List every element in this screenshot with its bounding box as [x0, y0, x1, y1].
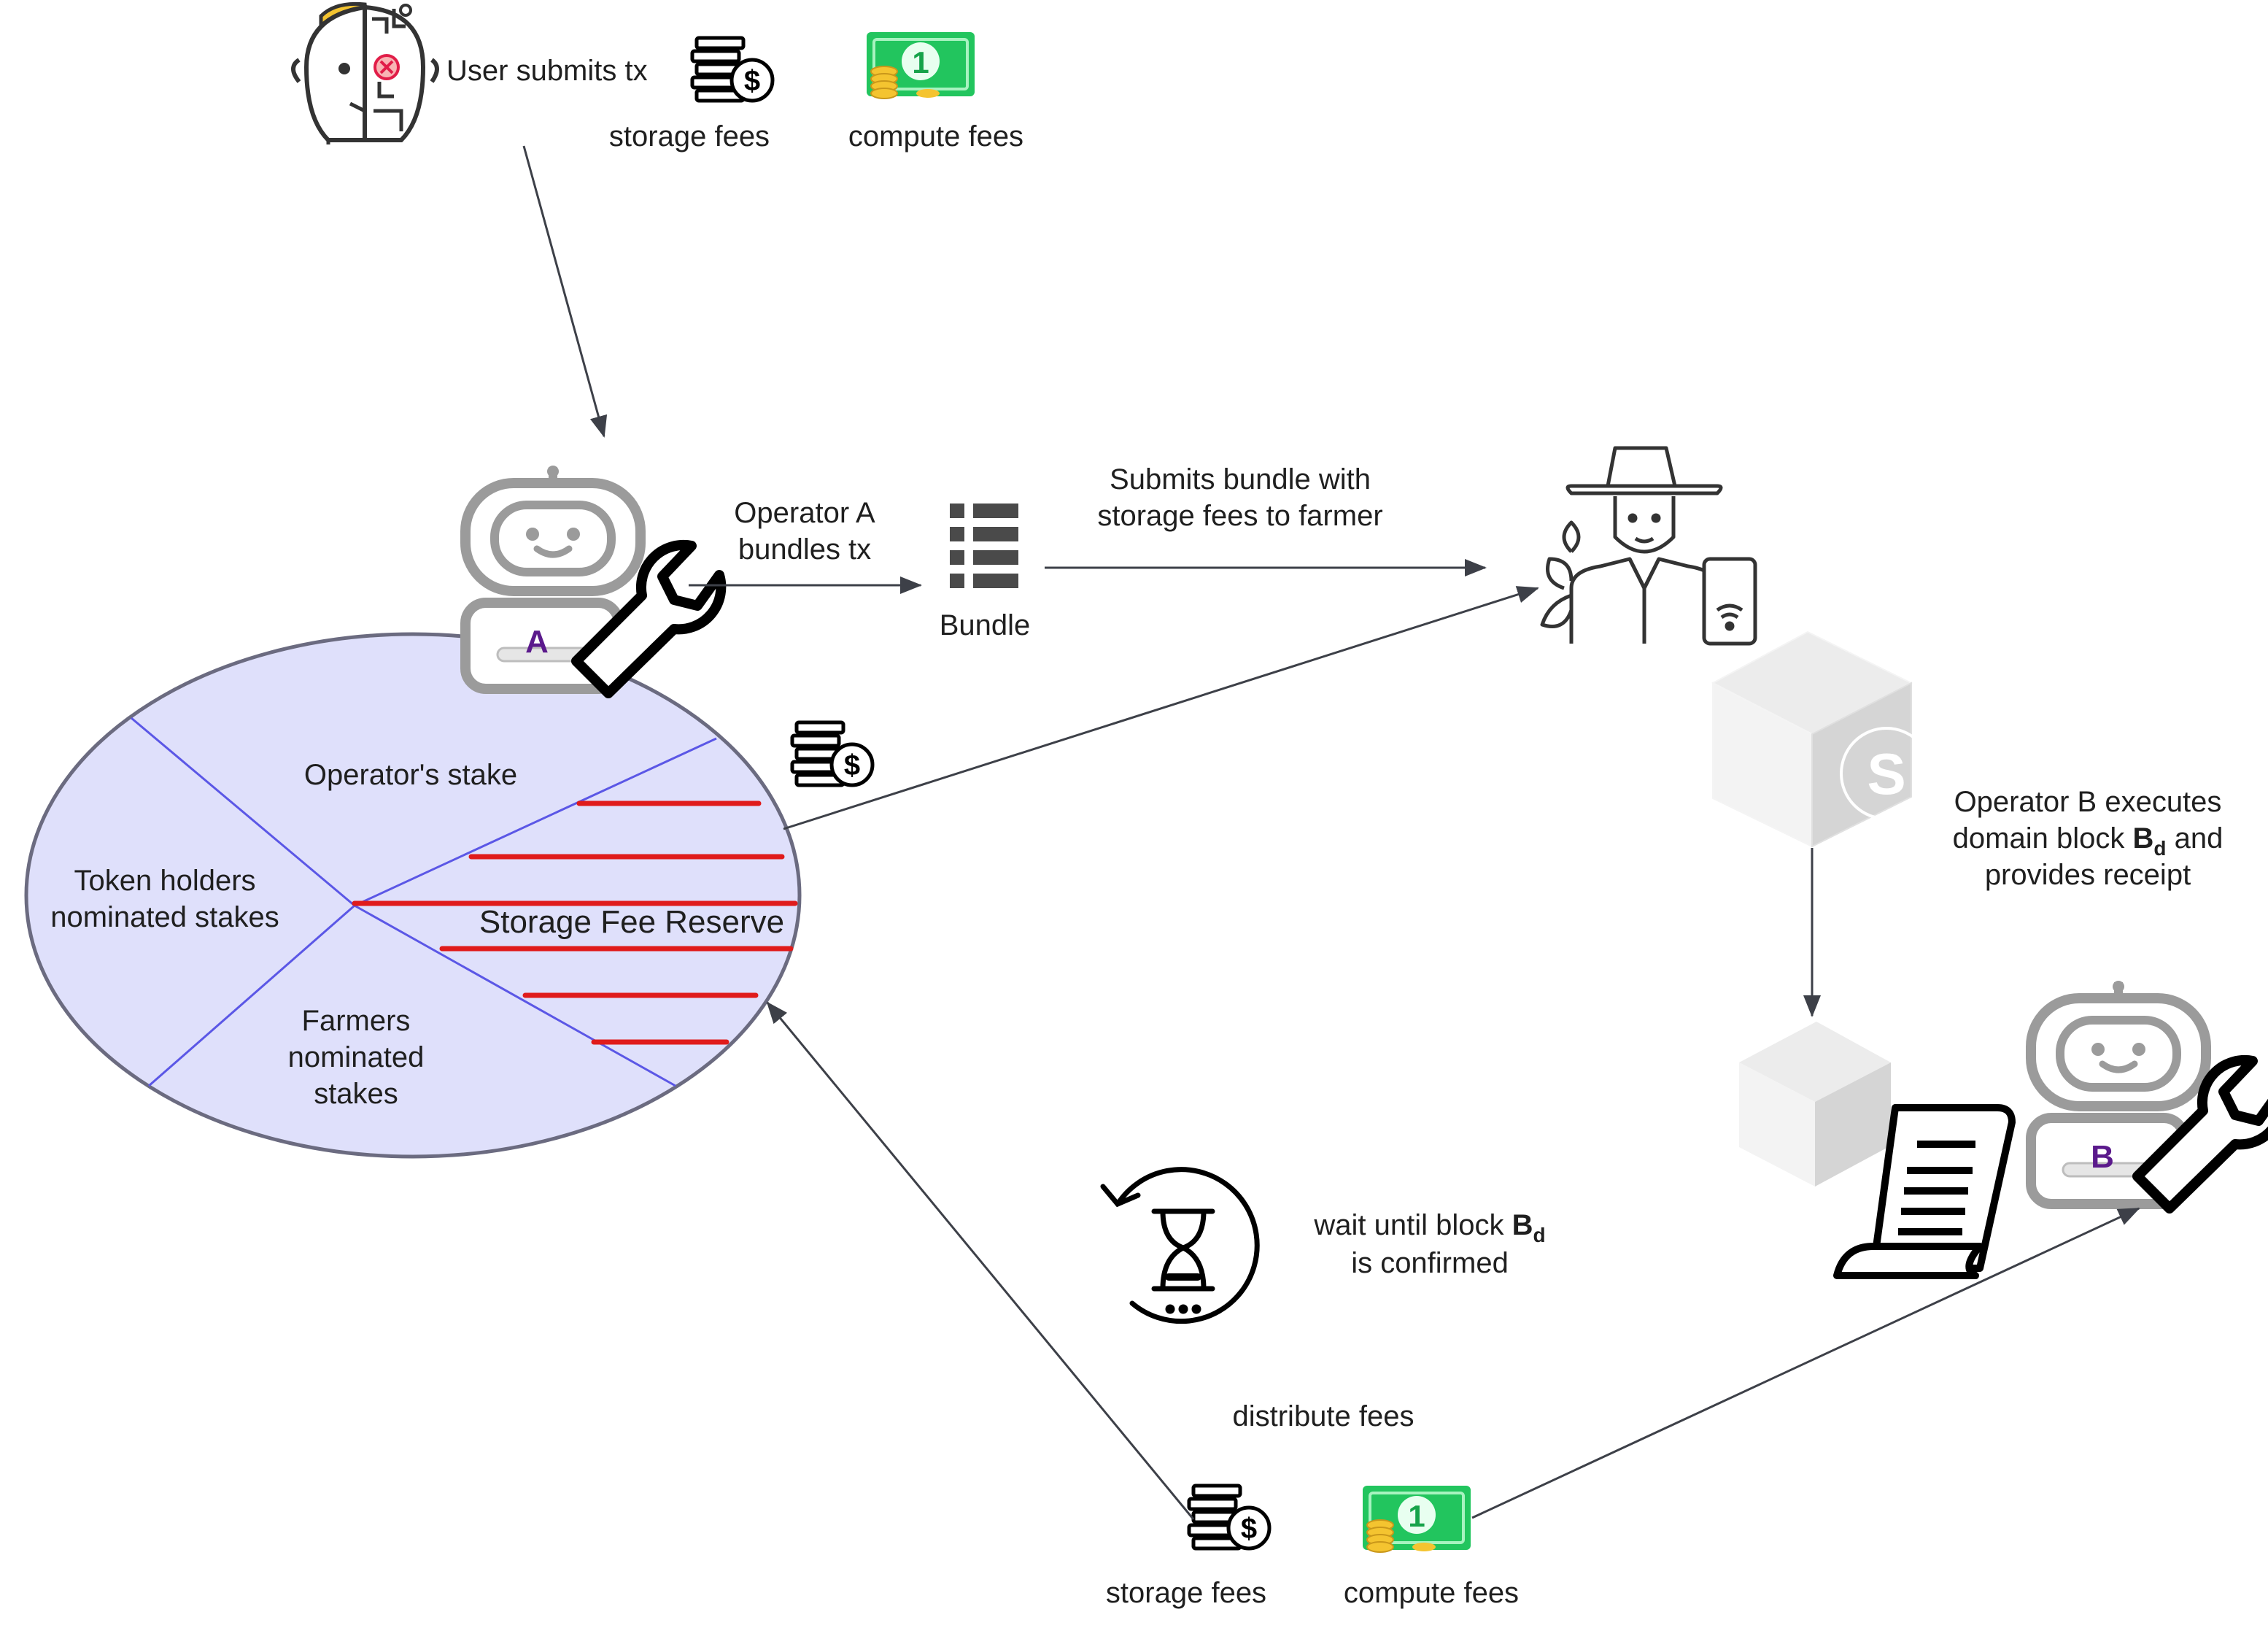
submit-bundle-line1: Submits bundle with [1110, 463, 1371, 495]
arrow-user-to-operator-a [522, 145, 608, 438]
receipt-scroll-icon [1833, 1104, 2016, 1279]
arrow-compute-fees-to-operator-b [1471, 1207, 2140, 1519]
svg-text:S: S [1867, 741, 1905, 806]
hourglass-refresh-icon [1100, 1167, 1260, 1324]
divider-line [131, 717, 355, 907]
operator-b-letter: B [2091, 1139, 2114, 1175]
wait-label-line2: is confirmed [1351, 1247, 1509, 1279]
farmers-label-line1: Farmers [302, 1005, 411, 1037]
operator-b-robot-icon: B [2031, 981, 2206, 1204]
user-robot-face-icon [291, 1, 439, 144]
distribute-fees-label: distribute fees [1232, 1400, 1414, 1432]
user-submits-label: User submits tx [446, 55, 648, 87]
operator-a-letter: A [525, 624, 549, 660]
arrow-reserve-to-farmer [783, 586, 1539, 830]
farmers-label-line2: nominated [288, 1041, 425, 1073]
divider-line [354, 737, 717, 907]
bottom-storage-fees-label: storage fees [1106, 1577, 1266, 1609]
domain-block-cube-icon: S [1711, 630, 1933, 848]
stake-pool-ellipse [24, 632, 802, 1159]
arrow-storage-fees-to-reserve [766, 1001, 1195, 1520]
token-holders-label-line2: nominated stakes [50, 901, 279, 933]
operator-b-exec-line2: domain block Bd and [1953, 822, 2224, 860]
operator-b-exec-line1: Operator B executes [1954, 786, 2222, 818]
farmer-icon [1540, 446, 1757, 646]
reserve-storage-fees-coins-icon [792, 722, 872, 785]
distributed-storage-fees-coins-icon [1189, 1486, 1269, 1548]
divider-line [148, 904, 355, 1087]
operator-a-robot-icon: A [465, 466, 640, 689]
submit-bundle-line2: storage fees to farmer [1097, 500, 1382, 532]
bundle-list-icon [950, 504, 1018, 588]
compute-fees-money-icon [865, 31, 976, 100]
distributed-compute-fees-money-icon [1361, 1484, 1472, 1554]
operator-b-exec-line3: provides receipt [1985, 859, 2191, 891]
operator-a-action-line2: bundles tx [738, 533, 871, 566]
executed-block-cube-icon [1739, 1022, 1891, 1187]
storage-fees-coins-icon [692, 38, 773, 101]
operator-stake-label: Operator's stake [304, 759, 517, 791]
farmers-label-line3: stakes [314, 1078, 398, 1110]
top-compute-fees-label: compute fees [848, 120, 1023, 153]
bundle-label: Bundle [940, 609, 1031, 641]
divider-line [354, 904, 676, 1087]
token-holders-label-line1: Token holders [74, 865, 255, 897]
operator-a-action-line1: Operator A [734, 497, 875, 529]
storage-fee-reserve-hatching [352, 801, 798, 1045]
top-storage-fees-label: storage fees [609, 120, 770, 153]
storage-fee-reserve-label: Storage Fee Reserve [479, 904, 784, 940]
bottom-compute-fees-label: compute fees [1344, 1577, 1519, 1609]
stake-pool: Operator's stake Token holders nominated… [24, 632, 802, 1159]
wait-label-line1: wait until block Bd [1313, 1209, 1545, 1246]
